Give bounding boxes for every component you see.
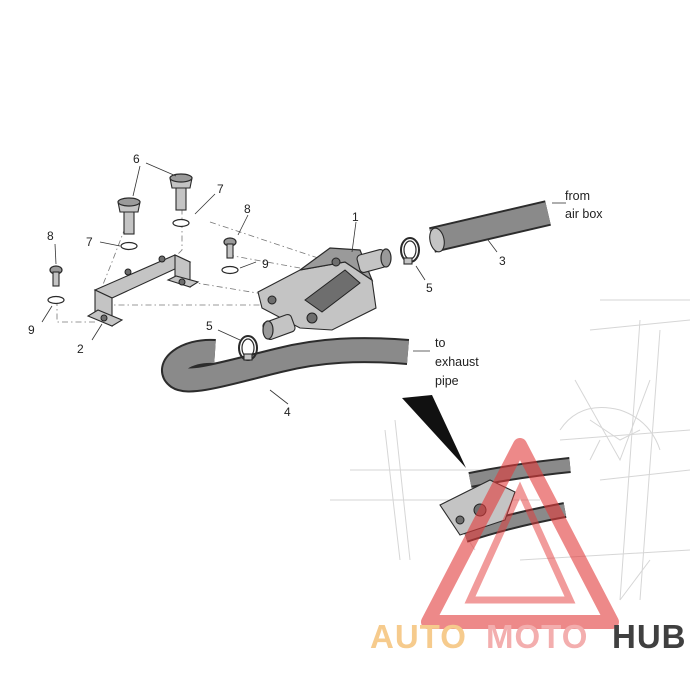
- callout-5-lower: 5: [206, 319, 213, 333]
- callout-8-right: 8: [244, 202, 251, 216]
- secondary-air-valve: [257, 247, 392, 341]
- callout-1: 1: [352, 210, 359, 224]
- callout-5-upper: 5: [426, 281, 433, 295]
- flange-bolt-right: [169, 173, 193, 211]
- screw-right: [223, 237, 237, 259]
- flange-bolt-left: [117, 197, 141, 235]
- washers-7: [120, 218, 190, 251]
- callout-2: 2: [77, 342, 84, 356]
- callout-7-upper: 7: [217, 182, 224, 196]
- direction-notes: from air box to exhaust pipe: [435, 189, 603, 388]
- callout-3: 3: [499, 254, 506, 268]
- from-note-line2: air box: [565, 207, 603, 221]
- washers-9: [47, 265, 239, 305]
- watermark-hub: HUB: [612, 618, 687, 655]
- to-note-line2: exhaust: [435, 355, 479, 369]
- callout-9-left: 9: [28, 323, 35, 337]
- callout-4: 4: [284, 405, 291, 419]
- hose-3: [429, 200, 551, 253]
- callout-8-left: 8: [47, 229, 54, 243]
- to-note-line1: to: [435, 336, 445, 350]
- hose-clamp-upper: [400, 237, 420, 265]
- callout-6: 6: [133, 152, 140, 166]
- warning-triangle-icon: [421, 438, 619, 629]
- from-note-line1: from: [565, 189, 590, 203]
- mounting-bracket: [86, 254, 200, 327]
- callout-9-right: 9: [262, 257, 269, 271]
- background-frame-sketch: [330, 299, 691, 601]
- callout-7-lower: 7: [86, 235, 93, 249]
- location-pointer-arrow: [402, 395, 466, 468]
- screw-left: [49, 265, 63, 287]
- watermark-moto: MOTO: [486, 618, 588, 655]
- watermark-logo: AUTO MOTO HUB: [370, 438, 687, 655]
- callout-labels: 6 7 7 8 8 9 9 2 1 5 5 3 4: [28, 152, 506, 419]
- watermark-auto: AUTO: [370, 618, 467, 655]
- hose-clamp-lower: [238, 335, 258, 361]
- hose-4: [161, 337, 410, 393]
- leader-lines: [41, 162, 566, 405]
- to-note-line3: pipe: [435, 374, 459, 388]
